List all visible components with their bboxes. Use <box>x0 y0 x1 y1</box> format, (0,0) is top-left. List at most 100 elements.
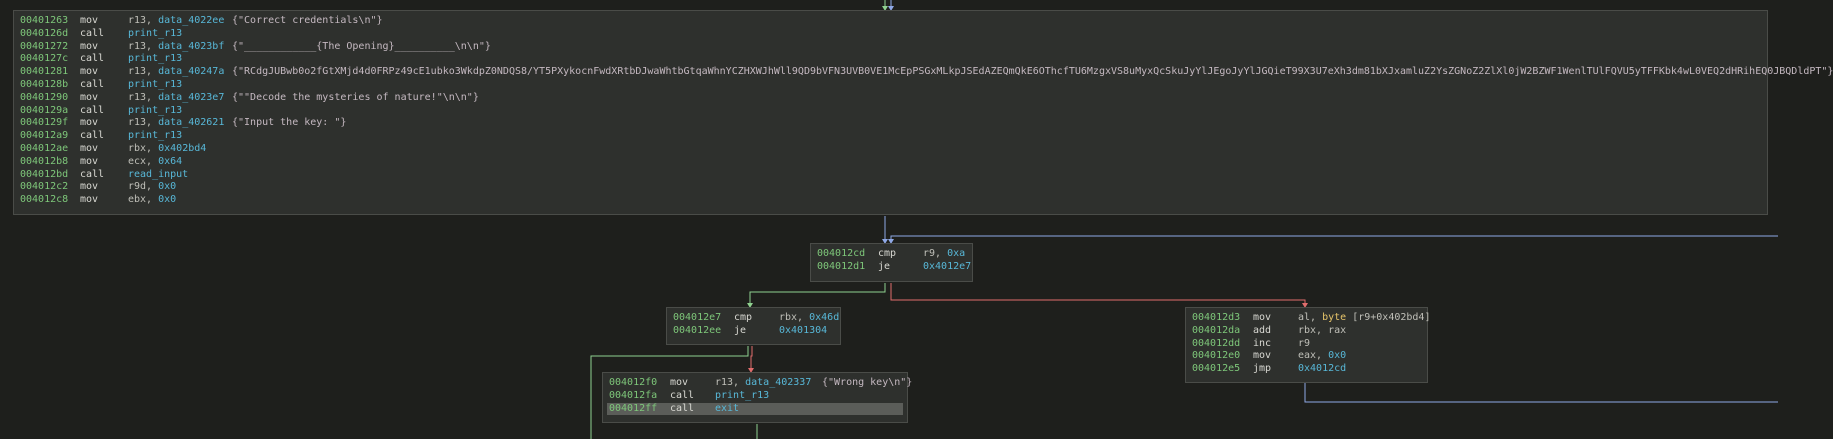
instruction-address[interactable]: 004012da <box>1192 324 1241 336</box>
operand-value[interactable]: data_4023bf <box>158 40 225 52</box>
operand-value[interactable]: data_4023e7 <box>158 91 225 103</box>
operand-value: 0x0 <box>158 194 177 206</box>
instruction-operands: r13, data_402337 <box>715 377 811 390</box>
instruction-address[interactable]: 0040129a <box>20 104 69 116</box>
instruction-address[interactable]: 004012e5 <box>1192 363 1241 375</box>
instruction-address[interactable]: 00401281 <box>20 66 69 78</box>
instruction-address[interactable]: 00401263 <box>20 15 69 26</box>
instruction-mnemonic: mov <box>1253 312 1272 323</box>
operand-value[interactable]: read_input <box>128 168 189 180</box>
instruction-operands: rbx, 0x402bd4 <box>128 143 206 156</box>
operand-value: 0x0 <box>1328 350 1347 362</box>
instruction-address[interactable]: 00401272 <box>20 40 69 52</box>
basic-block-credentials[interactable]: 00401263 mov r13, data_4022ee {"Correct cre… <box>13 10 1833 215</box>
operand-register: ebx, <box>128 194 159 206</box>
operand-value[interactable]: data_402621 <box>158 117 225 129</box>
instruction-address[interactable]: 004012c2 <box>20 181 69 193</box>
instruction-address[interactable]: 0040128b <box>20 78 69 90</box>
instruction-row[interactable]: 004012dd inc r9 <box>1190 338 1423 351</box>
instruction-mnemonic: inc <box>1253 337 1272 349</box>
instruction-operands: read_input <box>128 169 188 182</box>
operand-value[interactable]: print_r13 <box>128 53 183 65</box>
instruction-mnemonic: mov <box>80 91 99 103</box>
instruction-address[interactable]: 004012b8 <box>20 155 69 167</box>
instruction-row[interactable]: 004012cd cmp r9, 0xa <box>815 248 968 261</box>
instruction-address[interactable]: 00401290 <box>20 91 69 103</box>
instruction-operands: print_r13 <box>128 28 182 41</box>
instruction-address[interactable]: 0040129f <box>20 117 69 129</box>
operand-value: 0x46d <box>809 312 840 323</box>
instruction-address[interactable]: 004012bd <box>20 168 69 180</box>
operand-value[interactable]: data_402337 <box>745 377 812 388</box>
instruction-address[interactable]: 004012e7 <box>673 312 722 323</box>
operand-register: rbx, rax <box>1298 324 1347 336</box>
instruction-address[interactable]: 004012d3 <box>1192 312 1241 323</box>
string-comment: {"Correct credentials\n"} <box>232 15 383 26</box>
instruction-address[interactable]: 004012ee <box>673 324 722 336</box>
instruction-address[interactable]: 004012a9 <box>20 130 69 142</box>
operand-value[interactable]: data_40247a <box>158 66 225 78</box>
operand-register: ecx, <box>128 155 159 167</box>
edge-loop-false <box>890 283 1306 306</box>
instruction-operands: r9, 0xa <box>923 248 965 261</box>
operand-value[interactable]: print_r13 <box>128 78 183 90</box>
instruction-mnemonic: mov <box>1253 350 1272 362</box>
instruction-operands: 0x4012e7 <box>923 261 971 274</box>
operand-value[interactable]: print_r13 <box>128 104 183 116</box>
operand-register: r9 <box>1298 337 1311 349</box>
instruction-address[interactable]: 004012e0 <box>1192 350 1241 362</box>
operand-value[interactable]: data_4022ee <box>158 15 225 26</box>
instruction-address[interactable]: 004012dd <box>1192 337 1241 349</box>
instruction-address[interactable]: 004012fa <box>609 389 658 401</box>
instruction-address[interactable]: 004012d1 <box>817 260 866 272</box>
operand-register: r13, <box>128 40 159 52</box>
instruction-address[interactable]: 004012f0 <box>609 377 658 388</box>
operand-value[interactable]: exit <box>715 402 740 414</box>
instruction-operands: print_r13 <box>128 79 182 92</box>
instruction-address[interactable]: 004012ff <box>609 402 658 414</box>
operand-value[interactable]: print_r13 <box>128 130 183 142</box>
operand-value[interactable]: print_r13 <box>128 27 183 39</box>
operand-value[interactable]: print_r13 <box>715 389 770 401</box>
instruction-operands: r13, data_4022ee <box>128 15 224 28</box>
instruction-mnemonic: cmp <box>878 248 897 259</box>
instruction-operands: 0x401304 <box>779 325 827 338</box>
instruction-address[interactable]: 0040126d <box>20 27 69 39</box>
operand-register: r9d, <box>128 181 159 193</box>
instruction-address[interactable]: 0040127c <box>20 53 69 65</box>
instruction-address[interactable]: 004012ae <box>20 142 69 154</box>
instruction-mnemonic: mov <box>80 117 99 129</box>
instruction-address[interactable]: 004012c8 <box>20 194 69 206</box>
instruction-address[interactable]: 004012cd <box>817 248 866 259</box>
